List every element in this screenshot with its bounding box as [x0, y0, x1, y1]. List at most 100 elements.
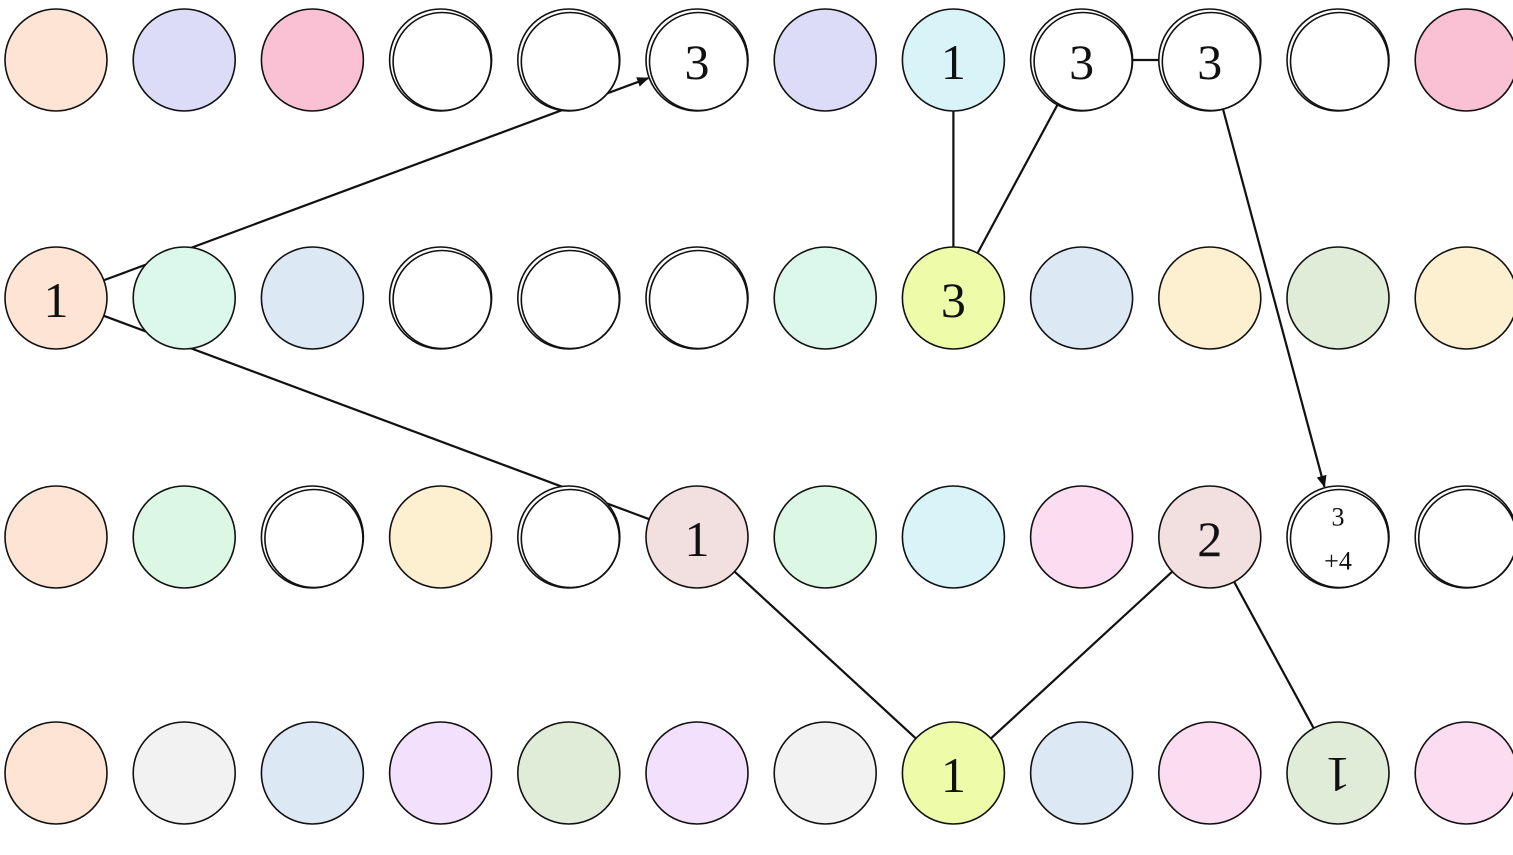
- board-cell[interactable]: [260, 8, 365, 112]
- cell-circle: [1414, 485, 1513, 589]
- cell-label: 1: [685, 511, 710, 567]
- cell-ring: [392, 249, 492, 350]
- cell-circle: [1158, 246, 1262, 350]
- board-cell[interactable]: [260, 721, 365, 825]
- board-cell[interactable]: [388, 485, 493, 589]
- board-cell[interactable]: 1: [1286, 721, 1390, 825]
- board-cell[interactable]: 1: [645, 485, 749, 589]
- cell-circle: [388, 485, 493, 589]
- cell-ring: [648, 249, 749, 350]
- cell-circle: [260, 8, 365, 112]
- cell-circle: [1029, 721, 1134, 825]
- board-cell[interactable]: [773, 246, 878, 350]
- board-cell[interactable]: [1414, 8, 1513, 112]
- connector-layer: [103, 58, 1327, 740]
- cell-circle: [773, 8, 878, 112]
- board-cell[interactable]: 3: [1158, 8, 1262, 112]
- board-cell[interactable]: [132, 721, 236, 825]
- cell-circle: [773, 246, 878, 350]
- board-cell[interactable]: [1286, 246, 1390, 350]
- board-cell[interactable]: [773, 721, 878, 825]
- board-cell[interactable]: [132, 8, 236, 112]
- board-cell[interactable]: 3 +4: [1286, 485, 1390, 589]
- board-cell[interactable]: 3: [1029, 8, 1134, 112]
- cell-circle: [1286, 246, 1390, 350]
- cell-circle: [260, 246, 365, 350]
- board-cell[interactable]: [1158, 721, 1262, 825]
- board-cell[interactable]: [516, 485, 621, 589]
- board-cell[interactable]: [1286, 8, 1390, 112]
- cell-circle: [388, 721, 493, 825]
- cell-ring: [520, 249, 621, 350]
- cell-circle: [1029, 485, 1134, 589]
- cell-ring: [392, 11, 492, 112]
- cell-label: 1: [941, 747, 966, 803]
- cell-circle: [901, 485, 1006, 589]
- board-cell[interactable]: 3: [901, 246, 1006, 350]
- line-connector: [990, 570, 1174, 740]
- line-connector: [1233, 581, 1315, 729]
- cell-ring: [1033, 11, 1133, 112]
- cell-label: 3: [941, 272, 966, 328]
- board-cell[interactable]: [645, 721, 749, 825]
- cell-circle: [1414, 721, 1513, 825]
- board-cell[interactable]: [516, 721, 621, 825]
- cell-ring: [520, 488, 621, 589]
- board-cell[interactable]: [388, 246, 493, 350]
- board-cell[interactable]: [645, 246, 749, 350]
- board-cell[interactable]: [516, 246, 621, 350]
- cell-circle: [132, 246, 236, 350]
- board-cell[interactable]: 2: [1158, 485, 1262, 589]
- board-cell[interactable]: [260, 485, 365, 589]
- board-cell[interactable]: [132, 485, 236, 589]
- cell-circle: [901, 246, 1006, 350]
- board-cell[interactable]: [1414, 246, 1513, 350]
- cell-ring: [1161, 11, 1262, 112]
- cell-circle: [773, 721, 878, 825]
- line-connector: [103, 314, 650, 521]
- cell-circle: [4, 246, 108, 350]
- board-cell[interactable]: [388, 8, 493, 112]
- board-cell[interactable]: [1029, 485, 1134, 589]
- board-cell[interactable]: [132, 246, 236, 350]
- board-cell[interactable]: [901, 485, 1006, 589]
- cell-label: 1: [941, 34, 966, 90]
- board-cell[interactable]: [516, 8, 621, 112]
- board-cell[interactable]: [388, 721, 493, 825]
- board-cell[interactable]: [4, 721, 108, 825]
- line-connector: [976, 104, 1059, 254]
- board-cell[interactable]: [773, 8, 878, 112]
- cell-circle: [132, 8, 236, 112]
- cell-label: 3: [1332, 503, 1345, 532]
- cell-circle: [4, 8, 108, 112]
- cell-ring: [264, 488, 364, 589]
- line-connector: [733, 570, 917, 740]
- cell-circle: [901, 8, 1006, 112]
- board-cell[interactable]: [1029, 246, 1134, 350]
- board-cell[interactable]: [1158, 246, 1262, 350]
- cell-circle: [132, 485, 236, 589]
- board-cell[interactable]: 1: [901, 8, 1006, 112]
- board-cell[interactable]: [1414, 721, 1513, 825]
- cell-label: 3: [1069, 34, 1094, 90]
- board-cell[interactable]: [4, 485, 108, 589]
- board-cell[interactable]: 1: [4, 246, 108, 350]
- cell-ring: [1289, 488, 1390, 589]
- cell-circle: [1158, 721, 1262, 825]
- cell-label: +4: [1324, 547, 1352, 576]
- board-cell[interactable]: [773, 485, 878, 589]
- cell-circle: [260, 721, 365, 825]
- arrow-connector: [103, 77, 650, 282]
- cell-circle: [1286, 721, 1390, 825]
- board-cell[interactable]: [1414, 485, 1513, 589]
- board-cell[interactable]: 1: [901, 721, 1006, 825]
- board-cell[interactable]: [260, 246, 365, 350]
- cell-ring: [1417, 488, 1513, 589]
- cell-label: 2: [1197, 511, 1222, 567]
- board-cell[interactable]: [4, 8, 108, 112]
- board-cell[interactable]: [1029, 721, 1134, 825]
- board-cell[interactable]: 3: [645, 8, 749, 112]
- arrow-connector: [1221, 108, 1327, 488]
- cell-circle: [1414, 8, 1513, 112]
